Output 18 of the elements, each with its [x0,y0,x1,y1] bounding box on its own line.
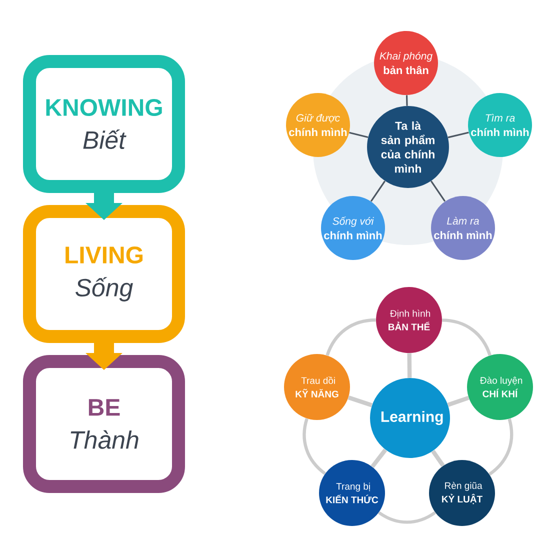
spoke-line [349,132,368,138]
step-box: KNOWING Biết [23,55,185,193]
spoke-line [431,450,445,467]
step-box: LIVING Sống [23,205,185,343]
ring-arc [442,318,492,356]
spoke-line [406,95,408,106]
ring-arc [302,418,326,475]
spoke-line [407,353,412,378]
ring-arc [488,418,514,476]
ring-arc [326,318,376,356]
spoke-line [370,180,386,202]
spoke-line [448,132,469,138]
ring-arc [378,511,436,524]
step-box: BE Thành [23,355,185,493]
spoke-line [348,396,373,408]
spoke-line [447,396,470,407]
spoke-line [430,180,446,202]
spoke-line [370,448,388,468]
